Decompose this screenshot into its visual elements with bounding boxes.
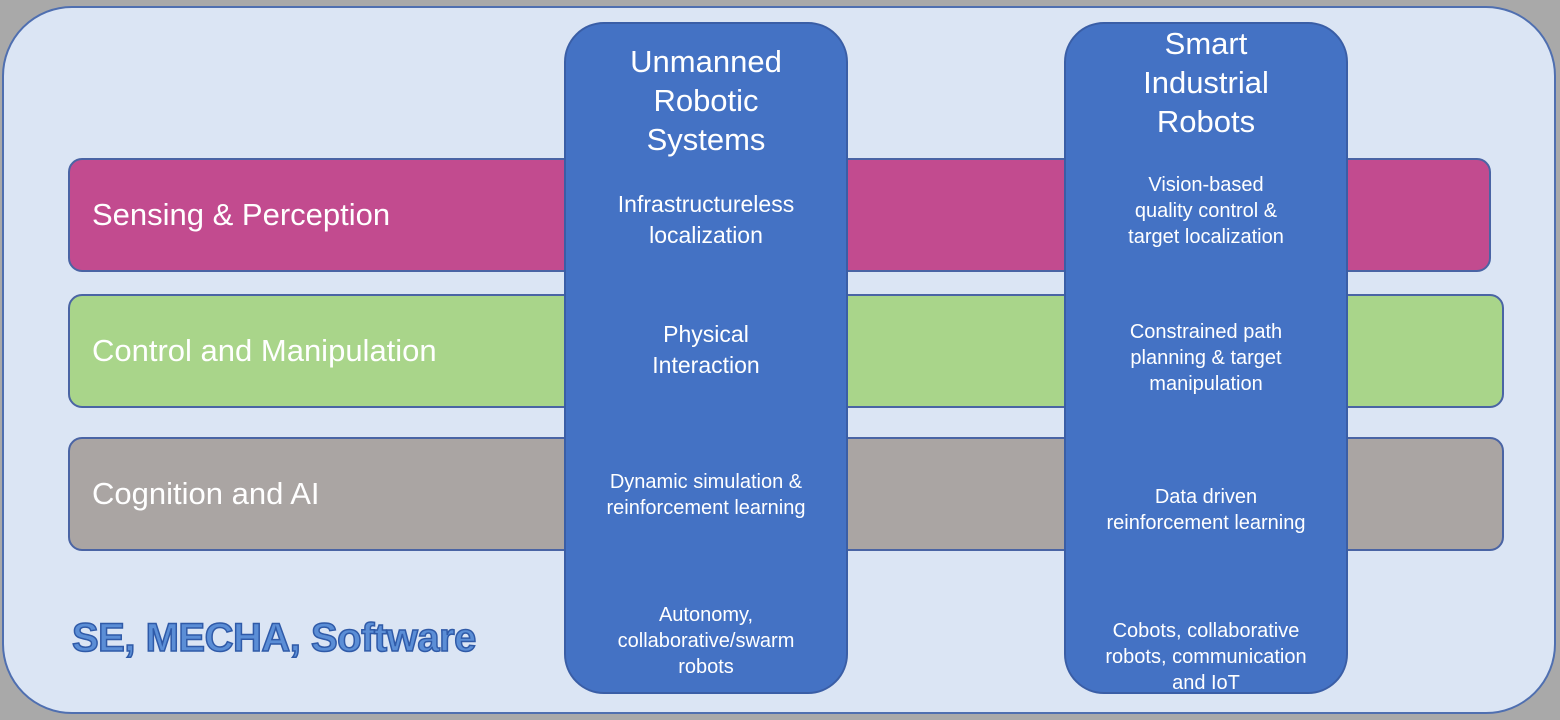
cell-unmanned-sensing: Infrastructureless localization bbox=[617, 191, 795, 248]
cell-industrial-cognition: Data driven reinforcement learning bbox=[1106, 486, 1306, 534]
cell-unmanned-cognition: Dynamic simulation & reinforcement learn… bbox=[606, 471, 806, 519]
band-label-control: Control and Manipulation bbox=[92, 333, 437, 368]
cell-industrial-cobots: Cobots, collaborative robots, communicat… bbox=[1105, 620, 1307, 694]
cell-unmanned-autonomy: Autonomy, collaborative/swarm robots bbox=[617, 604, 795, 678]
cell-industrial-sensing: Vision-based quality control & target lo… bbox=[1128, 174, 1284, 248]
cell-unmanned-control: Physical Interaction bbox=[652, 321, 760, 378]
column-title-industrial: Smart Industrial Robots bbox=[1143, 26, 1269, 139]
band-label-sensing: Sensing & Perception bbox=[92, 197, 391, 232]
column-title-unmanned: Unmanned Robotic Systems bbox=[630, 44, 782, 157]
column-smart-industrial-robots: Smart Industrial Robots Vision-based qua… bbox=[1064, 22, 1348, 694]
footer-disciplines-label: SE, MECHA, Software bbox=[71, 615, 477, 661]
column-unmanned-robotic-systems: Unmanned Robotic Systems Infrastructurel… bbox=[564, 22, 848, 694]
cell-industrial-control: Constrained path planning & target manip… bbox=[1129, 321, 1283, 395]
band-label-cognition: Cognition and AI bbox=[92, 476, 320, 511]
diagram-canvas: Sensing & Perception Control and Manipul… bbox=[2, 6, 1556, 714]
